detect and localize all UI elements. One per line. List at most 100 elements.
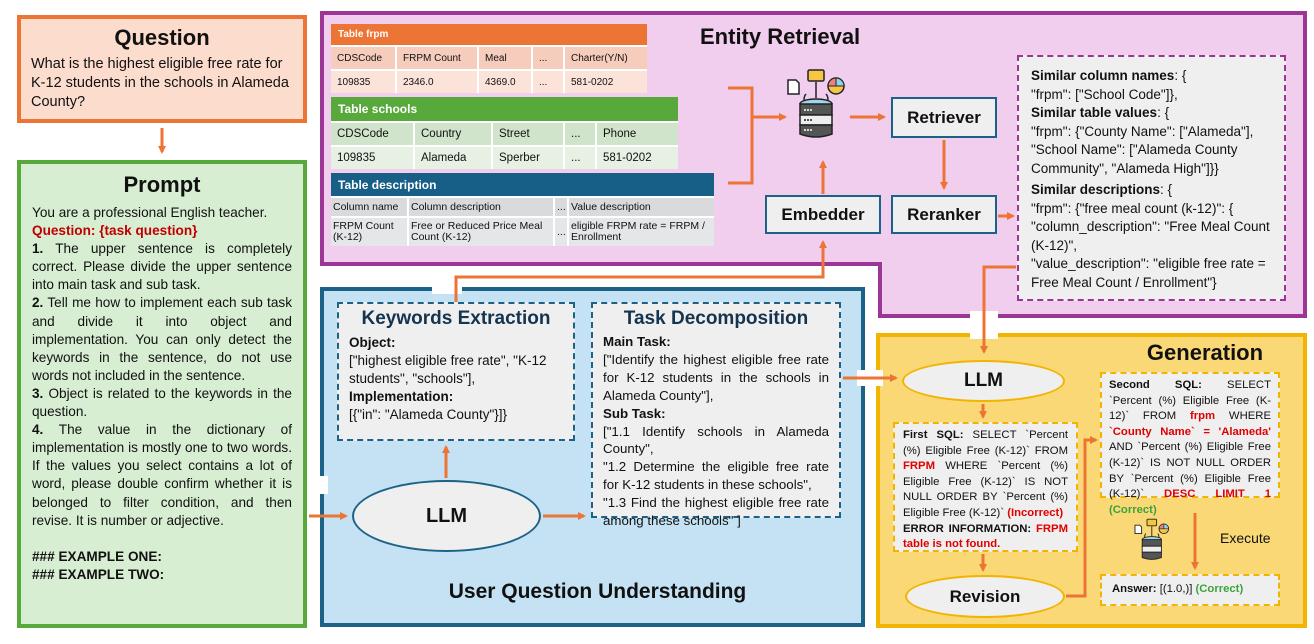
prompt-item: 3. Object is related to the keywords in … [32, 385, 292, 421]
second-sql-verdict: (Correct) [1109, 503, 1157, 516]
sub-task-label: Sub Task: [603, 405, 666, 421]
second-sql-condition: `County Name` = 'Alameda' [1109, 425, 1271, 438]
keywords-extraction-box: Keywords Extraction Object: ["highest el… [337, 302, 575, 441]
prompt-item: 1. The upper sentence is completely corr… [32, 240, 292, 294]
prompt-item-text: Tell me how to implement each sub task a… [32, 295, 292, 383]
table-header-cell: Value description [571, 201, 651, 213]
first-sql-part2: WHERE `Percent (%) Eligible Free (K-12)`… [903, 460, 1068, 519]
answer-label: Answer: [1112, 583, 1157, 596]
similar-desc-value: : { "frpm": {"free meal count (k-12)": {… [1031, 182, 1270, 290]
table-header-cell: Column name [331, 198, 409, 216]
table-header-cell: ... [533, 47, 565, 69]
prompt-intro: You are a professional English teacher. [32, 205, 268, 220]
generation-llm-node: LLM [902, 360, 1065, 402]
table-cell: Free or Reduced Price Meal Count (K-12) [409, 218, 555, 246]
table-header-cell: ... [555, 198, 569, 216]
prompt-item-num: 2. [32, 295, 44, 311]
table-row: 109835 Alameda Sperber ... 581-0202 [331, 145, 678, 169]
prompt-item-text: Object is related to the keywords in the… [32, 385, 292, 420]
entity-retrieval-title: Entity Retrieval [700, 24, 861, 49]
first-sql-box: First SQL: SELECT `Percent (%) Eligible … [893, 422, 1078, 552]
first-sql-label: First SQL: [903, 429, 964, 441]
second-sql-part2: WHERE [1215, 410, 1271, 423]
table-header-cell: Phone [603, 128, 637, 140]
table-schools: Table schools CDSCode Country Street ...… [331, 97, 678, 169]
table-cell: 109835 [331, 147, 415, 169]
second-sql-label: Second SQL: [1109, 379, 1202, 391]
table-cell: eligible FRPM rate = FRPM / Enrollment [571, 220, 705, 243]
similar-column-names: Similar column names: { "frpm": ["School… [1031, 67, 1272, 104]
similar-desc-label: Similar descriptions [1031, 182, 1161, 197]
table-header-row: CDSCode FRPM Count Meal ... Charter(Y/N) [331, 45, 647, 69]
prompt-example-two: ### EXAMPLE TWO: [32, 566, 165, 582]
task-decomposition-box: Task Decomposition Main Task: ["Identify… [591, 302, 841, 528]
arrow-tables-to-db [728, 86, 754, 185]
keywords-extraction-title: Keywords Extraction [361, 308, 551, 329]
table-header-cell: Street [493, 123, 565, 145]
revision-node: Revision [905, 575, 1065, 618]
second-sql-order: DESC LIMIT 1 [1164, 488, 1271, 501]
table-row: 109835 2346.0 4369.0 ... 581-0202 [331, 69, 647, 93]
second-sql-box: Second SQL: SELECT `Percent (%) Eligible… [1100, 372, 1280, 516]
execute-label: Execute [1220, 530, 1271, 546]
arrow-revision-to-second-sql [1066, 436, 1098, 598]
table-cell: Sperber [493, 147, 565, 169]
answer-box: Answer: [(1.0,)] (Correct) [1100, 574, 1280, 606]
answer-value: [(1.0,)] [1156, 583, 1196, 596]
first-sql-part1: SELECT `Percent (%) Eligible Free (K-12)… [903, 429, 1068, 457]
main-task-value: ["Identify the highest eligible free rat… [603, 351, 829, 403]
reranker-box: Reranker [891, 195, 997, 234]
prompt-item-text: The value in the dictionary of implement… [32, 422, 292, 528]
prompt-item-num: 4. [32, 422, 44, 438]
table-header-cell: Country [415, 123, 493, 145]
table-cell: 109835 [331, 71, 397, 93]
table-header-cell: ... [565, 123, 597, 145]
table-cell: ... [555, 218, 569, 246]
table-header-cell: CDSCode [331, 123, 415, 145]
table-header-cell: CDSCode [331, 47, 397, 69]
table-description-title: Table description [331, 173, 714, 196]
similar-column-value: : { "frpm": ["School Code"]}, [1031, 68, 1187, 102]
prompt-item-text: The upper sentence is completely correct… [32, 241, 292, 293]
table-cell: FRPM Count (K-12) [331, 218, 409, 246]
similar-values-value: : { "frpm": {"County Name": ["Alameda"],… [1031, 105, 1254, 176]
table-header-row: Column name Column description ... Value… [331, 196, 714, 216]
object-value: ["highest eligible free rate", "K-12 stu… [349, 353, 547, 386]
table-header-cell: Meal [479, 47, 533, 69]
table-cell: 2346.0 [397, 71, 479, 93]
prompt-item: 2. Tell me how to implement each sub tas… [32, 294, 292, 384]
database-icon [787, 69, 845, 138]
prompt-example-one: ### EXAMPLE ONE: [32, 548, 162, 564]
error-label: ERROR INFORMATION: [903, 522, 1036, 535]
table-header-row: CDSCode Country Street ... Phone [331, 121, 678, 145]
similar-values-label: Similar table values [1031, 105, 1158, 120]
sub-task-item: "1.3 Find the highest eligible free rate… [603, 495, 829, 529]
table-cell: ... [533, 71, 565, 93]
table-frpm-title: Table frpm [331, 24, 647, 45]
table-header-cell: FRPM Count [397, 47, 479, 69]
user-question-understanding-title: User Question Understanding [448, 580, 747, 603]
object-label: Object: [349, 335, 396, 350]
uqu-llm-node: LLM [352, 480, 541, 552]
sub-task-item: ["1.1 Identify schools in Alameda County… [603, 423, 829, 457]
prompt-item-num: 1. [32, 241, 44, 257]
second-sql-part1: SELECT `Percent (%) Eligible Free (K-12)… [1109, 379, 1271, 423]
prompt-item: 4. The value in the dictionary of implem… [32, 421, 292, 530]
table-cell: Alameda [415, 147, 493, 169]
table-cell: ... [565, 147, 597, 169]
answer-verdict: (Correct) [1195, 583, 1244, 596]
error-text: FRPM table is not found. [903, 522, 1068, 551]
prompt-question-line: Question: {task question} [32, 223, 198, 239]
arrow-similar-to-llm [980, 265, 1016, 354]
similar-results-box: Similar column names: { "frpm": ["School… [1017, 55, 1286, 301]
question-box: Question What is the highest eligible fr… [17, 15, 307, 123]
implementation-label: Implementation: [349, 389, 454, 404]
prompt-box: Prompt You are a professional English te… [17, 160, 307, 628]
main-task-label: Main Task: [603, 334, 671, 349]
arrow-keywords-to-embedder [454, 240, 827, 302]
sub-task-item: "1.2 Determine the eligible free rate fo… [603, 459, 829, 493]
embedder-box: Embedder [765, 195, 881, 234]
prompt-title: Prompt [123, 172, 201, 197]
question-title: Question [114, 25, 210, 50]
similar-table-values: Similar table values: { "frpm": {"County… [1031, 104, 1272, 178]
